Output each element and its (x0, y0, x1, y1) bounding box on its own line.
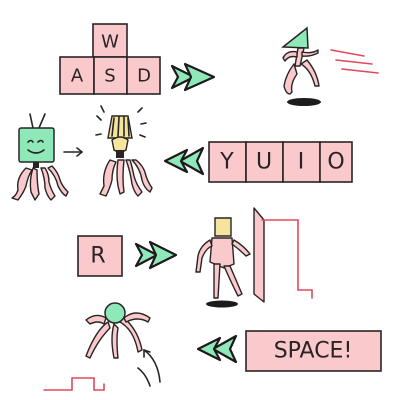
lamp-robot-icon (95, 105, 153, 197)
key-y (208, 141, 247, 183)
double-chevron-right-icon (134, 240, 178, 270)
character-entering-door-icon (195, 207, 313, 308)
thin-right-arrow-icon (63, 147, 83, 157)
key-i (282, 141, 321, 183)
key-u (245, 141, 284, 183)
key-o-label: O (327, 150, 344, 175)
key-y-label: Y (219, 150, 234, 175)
key-space (245, 330, 382, 372)
yuio-keyrow: Y U I O (208, 141, 353, 183)
jumping-creature-icon (43, 302, 161, 391)
key-w-label: W (101, 32, 119, 53)
key-a-label: A (71, 66, 84, 87)
key-u-label: U (256, 150, 272, 175)
key-i-label: I (298, 150, 305, 175)
tv-robot-icon (11, 113, 69, 201)
key-d (126, 56, 161, 95)
double-chevron-right-icon (170, 62, 216, 92)
key-s (93, 56, 128, 95)
key-r-label: R (90, 244, 105, 269)
running-character-icon (280, 26, 379, 106)
double-chevron-left-icon (196, 334, 238, 364)
key-space-label: SPACE! (274, 339, 353, 364)
wasd-keycluster: W A S D (59, 23, 161, 95)
key-d-label: D (137, 66, 151, 87)
key-s-label: S (104, 66, 115, 87)
key-a (59, 56, 95, 95)
double-chevron-left-icon (163, 146, 205, 176)
key-o (319, 141, 353, 183)
key-r (77, 235, 123, 277)
